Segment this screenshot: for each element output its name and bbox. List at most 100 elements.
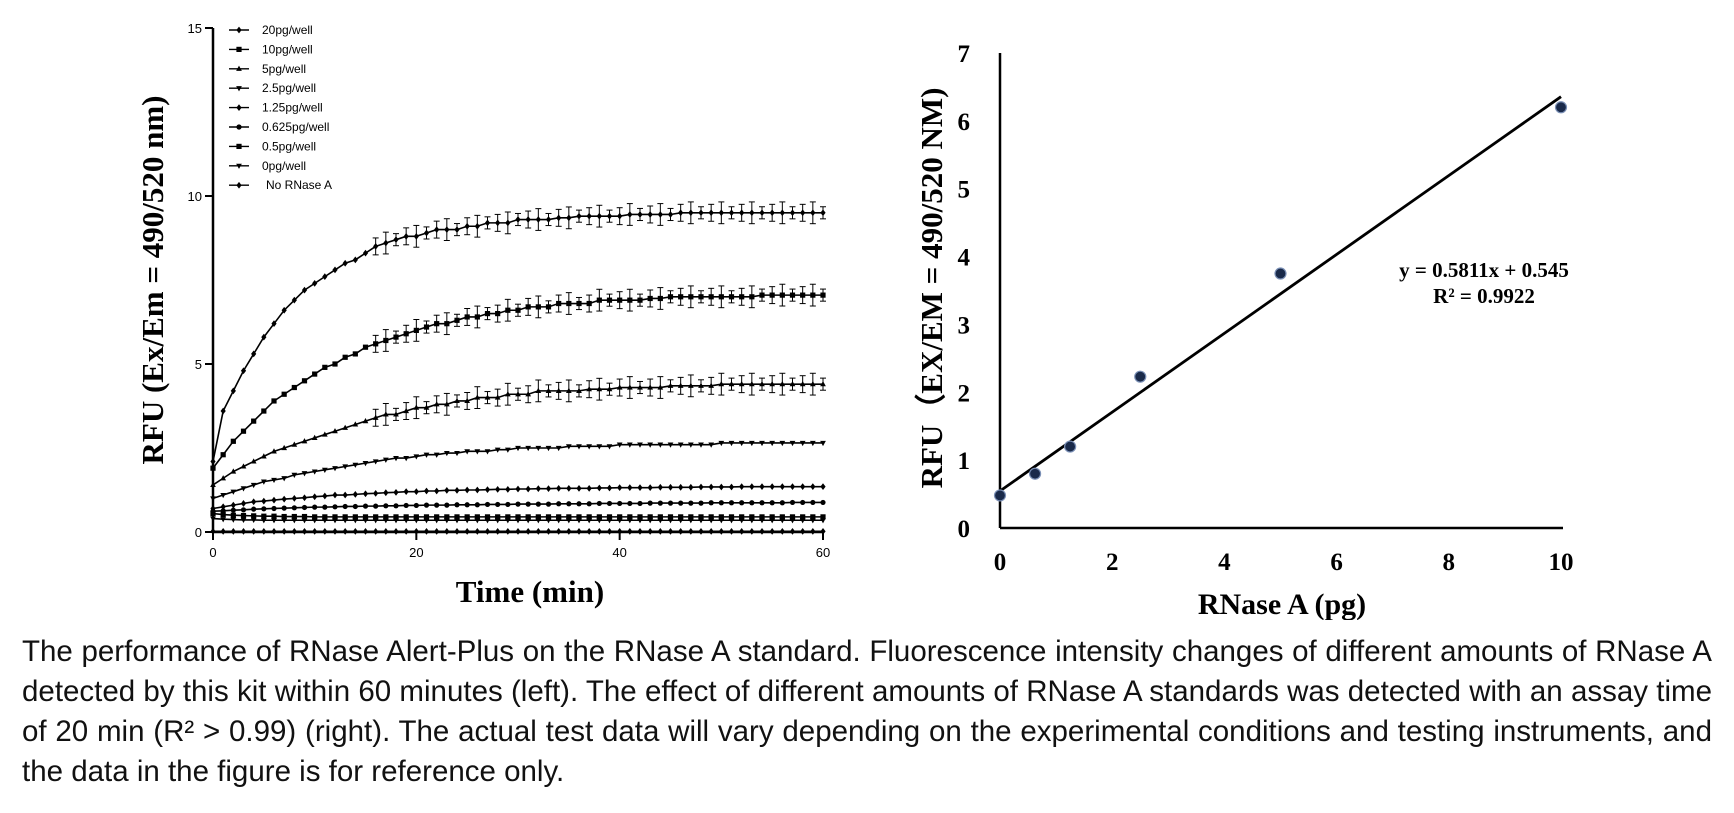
data-point [352,421,359,427]
legend-item: 5pg/well [229,62,306,76]
data-point [718,518,725,524]
data-point [312,371,318,377]
data-point [739,209,745,217]
data-point [820,518,826,524]
data-point [291,384,297,391]
data-point [301,513,308,520]
data-point [260,479,267,485]
data-point [454,397,460,404]
data-point [373,489,379,497]
data-point [261,497,267,505]
data-point [678,500,684,506]
data-point [291,296,297,304]
data-point [708,442,715,448]
data-point [352,462,359,468]
right-y-tick-label: 7 [958,41,971,68]
data-point [606,500,613,507]
legend-marker [236,181,242,189]
data-point [230,507,236,513]
data-point [352,514,358,520]
data-point [342,518,349,524]
data-point [250,482,257,489]
data-point [657,211,663,218]
data-point [810,209,816,217]
data-point [525,304,531,310]
data-point [667,442,674,448]
data-point [525,391,532,397]
data-point [464,514,470,520]
data-point [372,414,379,420]
data-point [718,500,724,506]
data-point [373,243,379,250]
data-point [464,486,470,494]
data-point [383,514,389,520]
data-point [647,211,653,218]
data-point [403,502,409,509]
data-point [403,456,410,462]
data-point [810,514,816,520]
data-point [301,438,308,444]
legend-label: 10pg/well [262,42,313,56]
data-point [281,306,287,314]
data-point [373,514,379,520]
data-point [810,292,816,298]
data-point [566,214,572,222]
data-point [545,387,552,393]
data-point [759,500,765,506]
data-point [698,518,704,524]
data-point [434,226,440,233]
data-point [698,442,704,448]
data-point [779,518,786,524]
data-point [484,514,491,520]
data-point [403,331,409,337]
data-point [230,517,237,523]
data-point [220,492,227,499]
data-point [687,442,694,448]
data-point [220,452,226,458]
data-point [281,513,287,520]
standard-points [993,101,1568,502]
data-point [474,518,481,524]
data-point [535,514,541,520]
data-point [586,212,592,220]
data-point [281,476,288,482]
data-point [495,514,501,520]
data-point [657,295,663,302]
data-point [393,334,399,340]
data-point [820,292,826,298]
data-point [759,518,765,524]
data-point [596,484,602,492]
data-point [413,518,420,524]
data-point [799,440,806,447]
data-point [718,381,725,387]
data-point [230,438,236,444]
data-point [240,500,247,507]
legend-marker [236,86,242,92]
data-point [474,394,481,400]
standard-point [1028,467,1042,480]
data-point [657,483,663,491]
legend-marker [236,124,242,130]
data-point [820,209,826,217]
legend-marker [236,65,242,71]
data-point [565,387,572,393]
data-point [260,518,267,524]
data-point [789,292,796,298]
data-point [515,518,521,524]
data-point [454,518,460,524]
series-0 [210,201,826,465]
data-point [403,514,409,520]
data-point [494,518,501,524]
data-point [749,514,755,520]
legend-label: No RNase A [266,178,332,192]
data-point [434,502,440,508]
data-point [413,502,419,509]
legend-marker [236,46,242,52]
data-point [647,518,654,524]
data-point [789,381,796,387]
data-point [505,219,511,227]
data-point [372,459,379,465]
data-point [779,440,786,447]
data-point [403,232,409,240]
data-point [474,222,480,230]
